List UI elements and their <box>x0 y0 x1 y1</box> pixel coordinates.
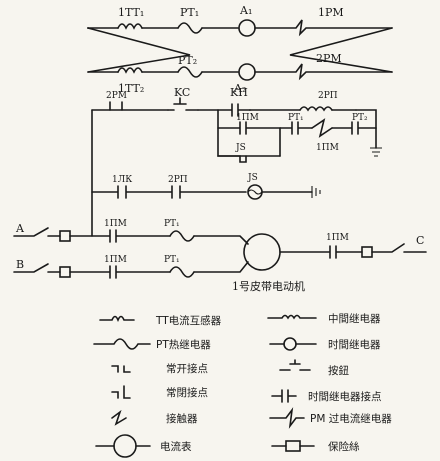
legend-nc-label: 常閉接点 <box>166 386 208 399</box>
thermal-relay-2-symbol <box>177 66 203 78</box>
ammeter-a1-symbol <box>238 19 256 37</box>
motor-symbol <box>243 233 281 271</box>
legend-fuse-icon <box>285 440 301 452</box>
legend-button-label: 按鈕 <box>328 364 349 377</box>
a1-label: A₁ <box>239 4 252 17</box>
a2-label: A₂ <box>233 82 246 95</box>
legend-pt-label: PT热继电器 <box>156 338 211 351</box>
ctl-1pm-box-label: 1ПМ <box>236 113 259 123</box>
kc-button-symbol <box>167 97 199 111</box>
control-circuit: 2PM KC KП 2PП 1ПМ JS PT₁ 1ПМ PT₂ 1ЛК 2PП… <box>91 86 382 237</box>
pwr-1pm-c-label: 1ПМ <box>326 233 349 243</box>
legend-pm-label: PM 过电流继电器 <box>310 412 392 425</box>
fuse-a-symbol <box>59 230 71 242</box>
legend-time-relay-label: 时間继电器 <box>328 338 381 351</box>
tt2-label: 1TT₂ <box>118 82 144 95</box>
fuse-b-symbol <box>59 266 71 278</box>
pwr-pt1-a-label: PT₁ <box>164 219 180 229</box>
ammeter-a2-symbol <box>238 63 256 81</box>
legend-ammeter-label: 电流表 <box>160 440 192 453</box>
legend-fuse-label: 保险絲 <box>328 440 360 453</box>
legend-time-contact-label: 时間继电器接点 <box>308 390 382 403</box>
legend-time-contact-icon <box>271 389 297 403</box>
pt2-top-label: PT₂ <box>178 54 197 67</box>
top-circuit: 1TT₁ PT₁ A₁ 1PM PT₂ 2PM 1TT₂ A₂ <box>87 4 393 95</box>
kp-contact-symbol <box>217 103 251 117</box>
ctl-2pm-label: 2PM <box>106 91 127 101</box>
legend-contactor-icon <box>111 409 127 426</box>
current-transformer-1-symbol <box>117 23 143 30</box>
kp-label: KП <box>230 86 248 99</box>
phase-c-label: C <box>416 234 424 247</box>
ctl-1lk-label: 1ЛК <box>112 175 132 185</box>
ctl-js-box-label: JS <box>235 143 246 153</box>
legend-tt-label: TT电流互感器 <box>155 314 222 327</box>
pwr-1pm-a-label: 1ПМ <box>104 219 127 229</box>
legend-no-label: 常开接点 <box>166 362 208 375</box>
pwr-pt1-b-label: PT₁ <box>164 255 180 265</box>
motor-label: 1号皮带电动机 <box>232 279 305 293</box>
ctl-pt2-label: PT₂ <box>352 113 368 123</box>
legend-nc-icon <box>111 385 131 399</box>
ctl-pt1-label: PT₁ <box>288 113 304 123</box>
fuse-c-symbol <box>361 246 373 258</box>
overcurrent-relay-1-symbol <box>254 19 393 37</box>
power-circuit: A 1ПМ PT₁ B 1ПМ PT₁ 1号皮带电动机 1ПМ C <box>13 219 427 293</box>
legend-pt-icon <box>93 338 151 350</box>
legend-mid-relay-label: 中間继电器 <box>328 312 381 325</box>
legend-no-icon <box>111 365 131 373</box>
legend-contactor-label: 接触器 <box>166 412 198 425</box>
legend-ammeter-icon <box>113 434 137 458</box>
legend-pm-icon <box>269 407 305 429</box>
current-transformer-2-symbol <box>117 67 143 74</box>
pt2-contact-symbol <box>331 121 377 135</box>
pwr-1pm-b-label: 1ПМ <box>104 255 127 265</box>
kc-label: KC <box>174 86 190 99</box>
pm1-top-label: 1PM <box>318 6 344 19</box>
legend: TT电流互感器 中間继电器 PT热继电器 时間继电器 常开接点 按鈕 常閉接点 … <box>93 312 392 458</box>
pt1-contact-symbol <box>279 121 313 135</box>
1pm-coil-symbol <box>311 118 333 138</box>
ctl-2pp-b-label: 2PП <box>168 175 188 185</box>
ground-symbol-1 <box>370 147 382 157</box>
pt1-top-label: PT₁ <box>180 6 199 19</box>
thermal-b-symbol <box>169 266 195 278</box>
thermal-a-symbol <box>169 230 195 242</box>
ctl-2pp-label: 2PП <box>318 91 338 101</box>
ctl-js-label: JS <box>247 173 258 183</box>
legend-mid-relay-icon <box>267 314 317 320</box>
ctl-1pm-coil-label: 1ПМ <box>316 143 339 153</box>
phase-a-label: A <box>15 222 25 235</box>
legend-time-relay-icon <box>283 337 297 351</box>
phase-b-label: B <box>16 258 24 271</box>
tt1-label: 1TT₁ <box>118 6 144 19</box>
2pp-relay-symbol <box>299 106 333 112</box>
pm2-top-label: 2PM <box>316 52 342 65</box>
ground-symbol-2 <box>311 186 321 198</box>
2pm-contact-symbol <box>109 101 123 111</box>
legend-tt-icon <box>99 315 135 323</box>
thermal-relay-1-symbol <box>177 22 203 34</box>
legend-button-icon <box>279 359 311 371</box>
overcurrent-relay-2-symbol <box>254 63 393 81</box>
